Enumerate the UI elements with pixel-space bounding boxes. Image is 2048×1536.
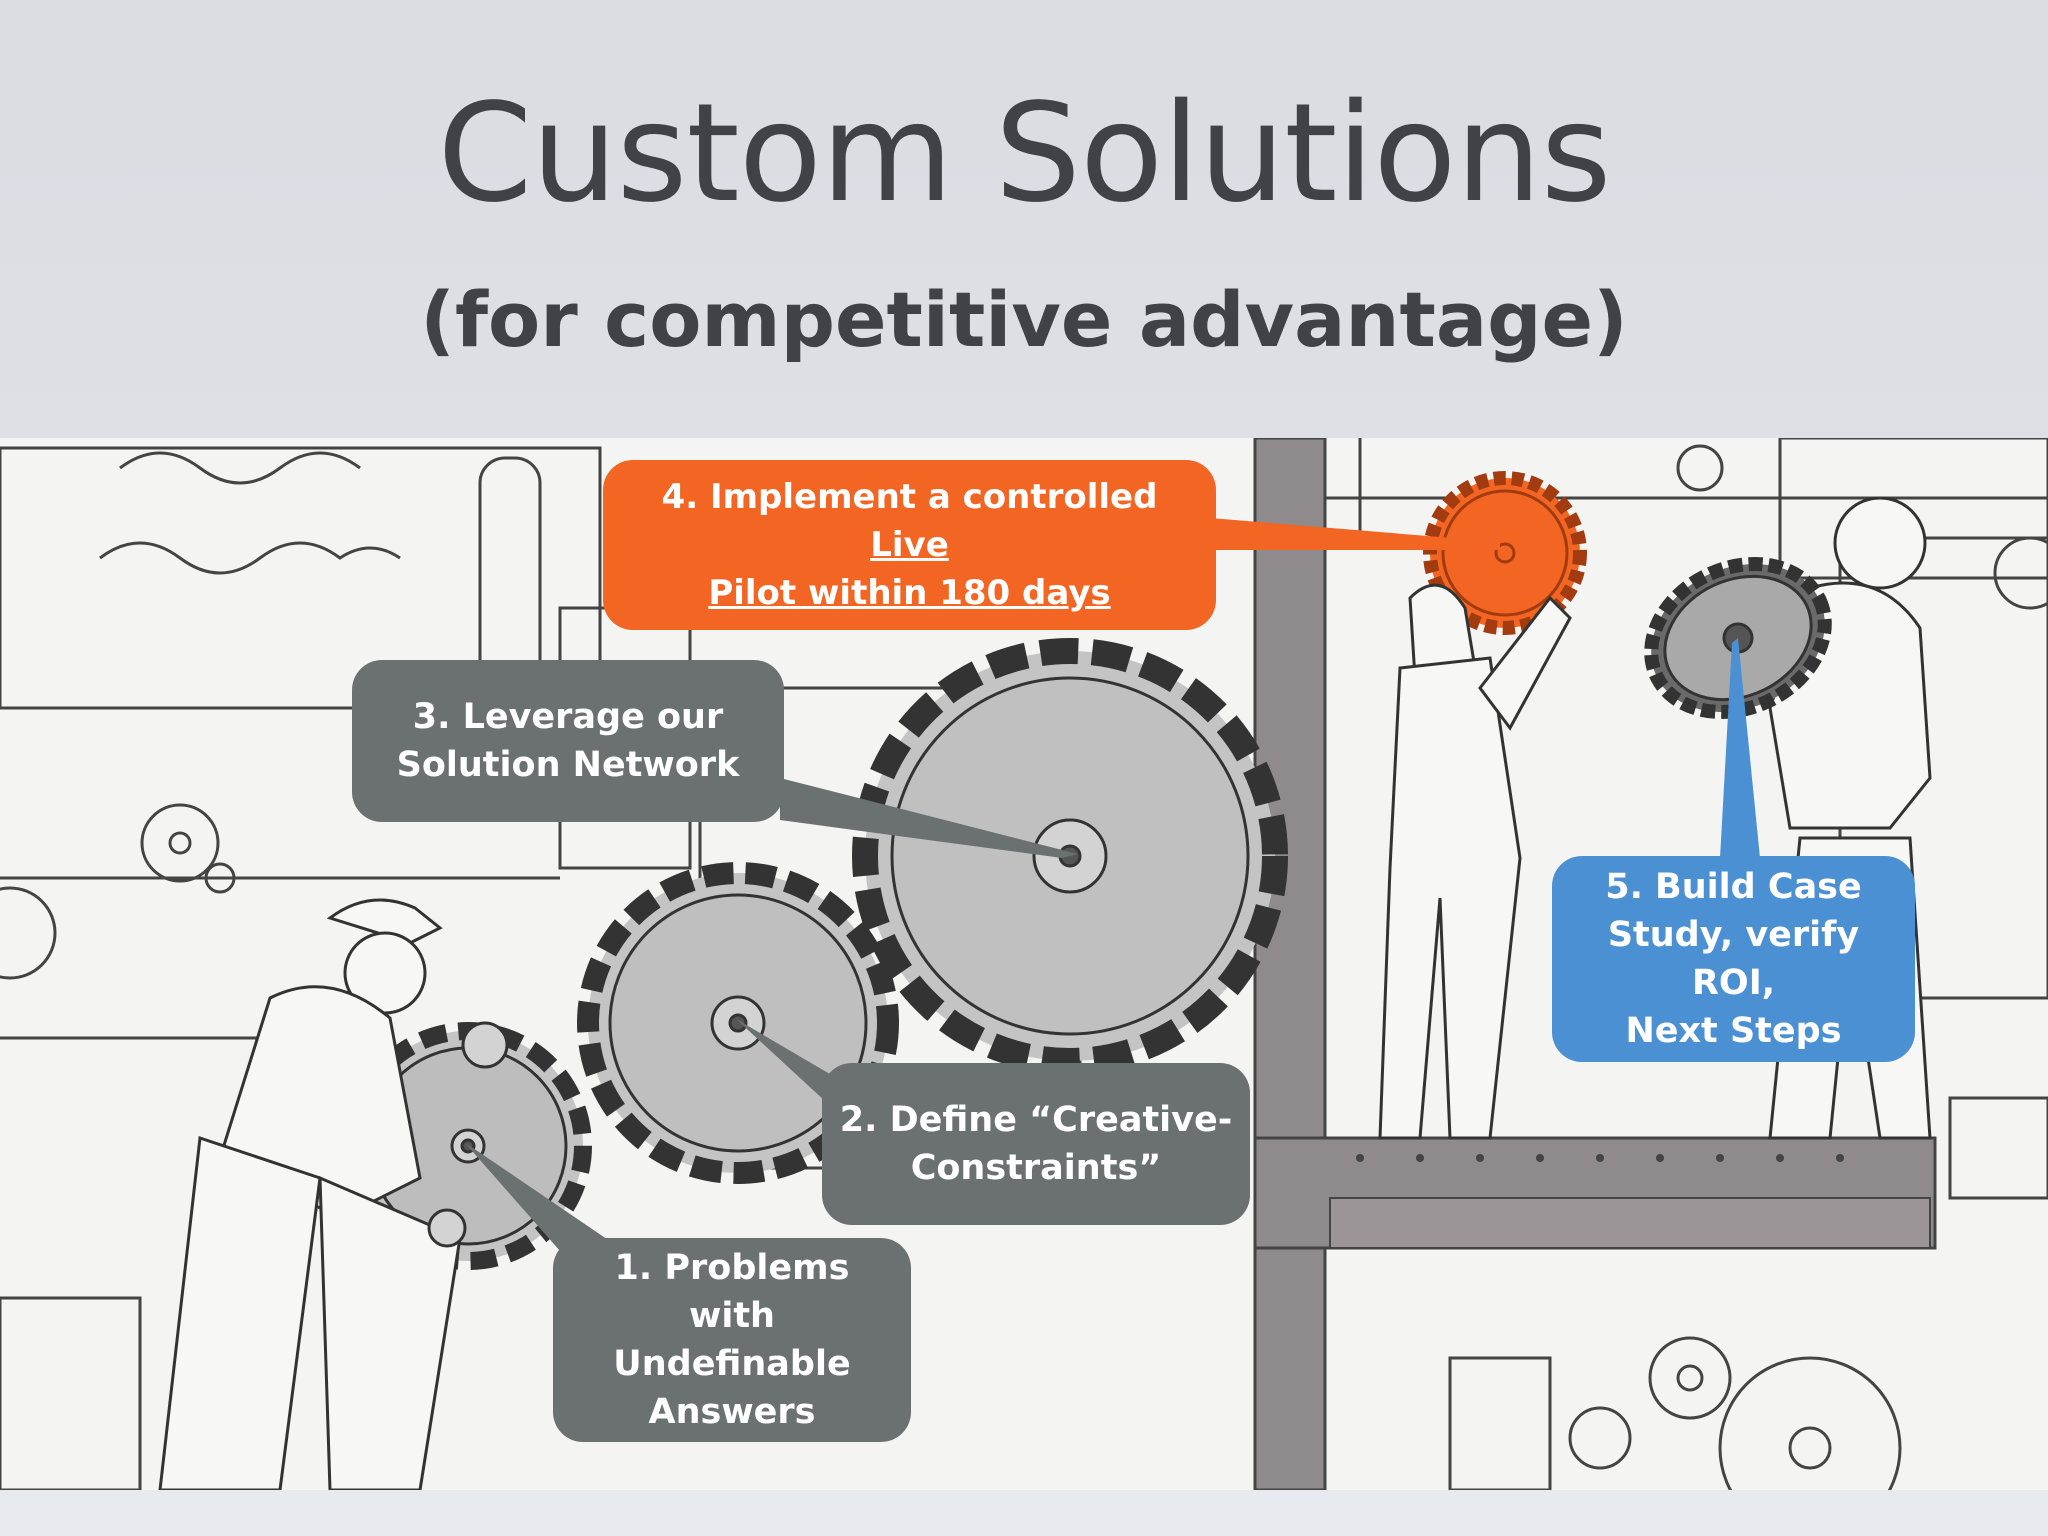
gear-illustration: 1. Problems with Undefinable Answers 2. … (0, 438, 2048, 1490)
machine-column (1253, 438, 1327, 1490)
connector-step4 (1210, 518, 1500, 550)
large-gear-bottom-right (1718, 1356, 1902, 1490)
gear-middle (577, 862, 899, 1184)
sketch-foliage (119, 451, 361, 485)
step4-live-link-text: Live (870, 525, 949, 565)
worker-left-sketch (158, 898, 509, 1490)
step3-line1: 3. Leverage our (412, 697, 724, 737)
connector-step1 (465, 1143, 620, 1268)
slide-subtitle: (for competitive advantage) (420, 275, 1628, 364)
sketch-pipe-box (1778, 438, 2048, 580)
sketch-right-pipe (1948, 1096, 2048, 1200)
callout-step5: 5. Build Case Study, verify ROI, Next St… (1552, 856, 1915, 1062)
step4-line2: Pilot within 180 days (708, 573, 1111, 613)
sketch-base (0, 1296, 142, 1490)
sketch-panel-left (0, 446, 602, 710)
step2-line2: Constraints” (910, 1148, 1162, 1188)
step2-line1: 2. Define “Creative- (839, 1100, 1233, 1140)
step5-line2: Study, verify ROI, (1607, 915, 1860, 1003)
step4-line1-plain: 4. Implement a controlled (661, 477, 1158, 517)
callout-step2: 2. Define “Creative- Constraints” (822, 1063, 1250, 1225)
connector-step3 (780, 778, 1078, 858)
step1-line2: Undefinable (613, 1344, 851, 1384)
step5-line3: Next Steps (1625, 1011, 1842, 1051)
small-gear-left (140, 803, 220, 883)
small-gear-bottom-right (1648, 1336, 1732, 1420)
step5-line1: 5. Build Case (1605, 867, 1862, 907)
connector-step5 (1720, 638, 1760, 858)
step4-line1: 4. Implement a controlled Live (619, 473, 1200, 569)
callout-step1: 1. Problems with Undefinable Answers (553, 1238, 911, 1442)
step1-line1: 1. Problems with (614, 1248, 850, 1336)
step3-line2: Solution Network (396, 745, 740, 785)
sketch-dial (1993, 536, 2048, 610)
worker-woman-sketch (1378, 583, 1572, 1140)
step1-line3: Answers (648, 1392, 816, 1432)
callout-step4: 4. Implement a controlled Live Pilot wit… (603, 460, 1216, 630)
gear-orange (1423, 471, 1587, 635)
callout-step3: 3. Leverage our Solution Network (352, 660, 784, 822)
slide-title: Custom Solutions (437, 75, 1611, 233)
sketch-pipe (1448, 1356, 1552, 1490)
